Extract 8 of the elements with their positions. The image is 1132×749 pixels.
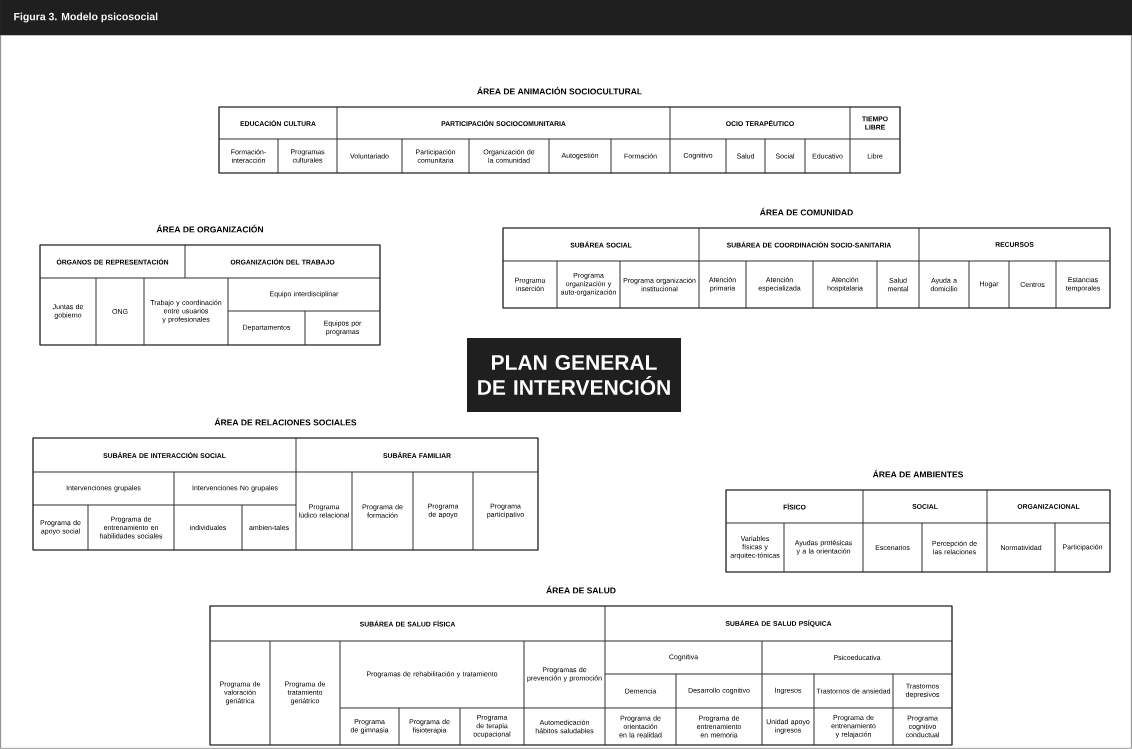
table-title: ÁREA DE RELACIONES SOCIALES (214, 417, 357, 426)
table-title: ÁREA DE ANIMACIÓN SOCIOCULTURAL (477, 86, 642, 95)
table-title: ÁREA DE ORGANIZACIÓN (156, 224, 264, 233)
plan-box: PLAN GENERAL DE INTERVENCIÓN (467, 338, 681, 412)
table-title: ÁREA DE SALUD (546, 585, 616, 594)
table-title: ÁREA DE AMBIENTES (872, 469, 963, 478)
header-bar: Figura 3. Modelo psicosocial (0, 0, 1132, 35)
table-title: ÁREA DE COMUNIDAD (759, 207, 853, 216)
